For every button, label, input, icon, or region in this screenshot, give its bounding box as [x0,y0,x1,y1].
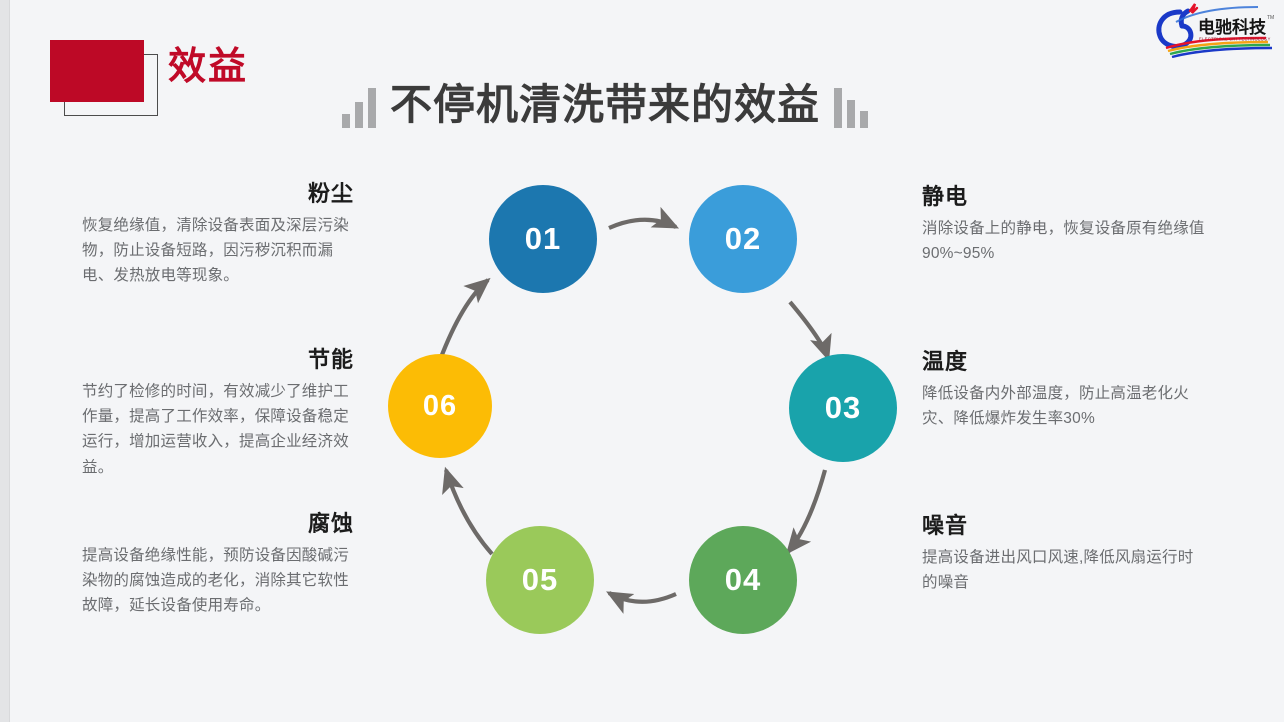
cycle-node-03[interactable]: 03 [789,354,897,462]
benefit-title-dust: 粉尘 [307,181,354,206]
badge-red-square [50,40,144,102]
section-badge [50,40,160,118]
cycle-diagram: 01 02 03 04 05 06 [370,170,897,650]
cycle-node-06-label: 06 [422,389,458,422]
benefit-title-noise: 噪音 [922,513,969,538]
svg-text:电驰科技: 电驰科技 [1198,17,1267,37]
cycle-node-01-label: 01 [524,221,562,256]
arrow-05-to-06 [442,466,494,556]
benefit-block-static: 静电 消除设备上的静电，恢复设备原有绝缘值90%~95% [922,184,1207,266]
arrow-03-to-04 [785,469,828,555]
benefit-body-temperature: 降低设备内外部温度，防止高温老化火灾、降低爆炸发生率30% [922,385,1189,428]
benefit-title-temperature: 温度 [922,349,969,374]
benefit-body-static: 消除设备上的静电，恢复设备原有绝缘值90%~95% [922,220,1205,263]
benefit-block-corrosion: 腐蚀 提高设备绝缘性能，预防设备因酸碱污染物的腐蚀造成的老化，消除其它软性故障，… [82,511,354,619]
arrow-06-to-01 [438,277,491,361]
benefit-title-energy: 节能 [307,347,354,372]
cycle-node-02-label: 02 [724,221,762,256]
cycle-node-04-label: 04 [724,562,762,597]
cycle-node-01[interactable]: 01 [489,185,597,293]
cycle-arrows [438,206,832,614]
benefit-title-corrosion: 腐蚀 [307,511,354,536]
page-title: 不停机清洗带来的效益 [390,81,821,128]
svg-text:TM: TM [1267,15,1274,21]
benefit-title-static: 静电 [922,184,969,209]
benefit-block-temperature: 温度 降低设备内外部温度，防止高温老化火灾、降低爆炸发生率30% [922,349,1207,431]
left-edge-strip [0,0,9,722]
arrow-04-to-05 [606,591,677,614]
title-row: 不停机清洗带来的效益 [342,66,869,128]
benefit-body-noise: 提高设备进出风口风速,降低风扇运行时的噪音 [922,549,1194,592]
logo-svg: 电驰科技 ELECTRICAL CHI TECHNOLOGY TM [1156,3,1274,59]
svg-text:ELECTRICAL CHI TECHNOLOGY: ELECTRICAL CHI TECHNOLOGY [1199,37,1271,42]
company-logo: 电驰科技 ELECTRICAL CHI TECHNOLOGY TM [1146,2,1278,59]
cycle-node-05-label: 05 [521,562,559,597]
section-badge-label: 效益 [168,46,249,88]
bar-chart-decoration-right-icon [834,84,869,128]
benefit-block-noise: 噪音 提高设备进出风口风速,降低风扇运行时的噪音 [922,513,1207,595]
benefit-body-dust: 恢复绝缘值，清除设备表面及深层污染物，防止设备短路，因污秽沉积而漏电、发热放电等… [82,217,349,285]
benefit-body-corrosion: 提高设备绝缘性能，预防设备因酸碱污染物的腐蚀造成的老化，消除其它软性故障，延长设… [82,547,349,615]
benefit-block-energy: 节能 节约了检修的时间，有效减少了维护工作量，提高了工作效率，保障设备稳定运行，… [82,347,354,480]
bar-chart-decoration-left-icon [342,84,376,128]
cycle-node-02[interactable]: 02 [689,185,797,293]
cycle-node-03-label: 03 [824,390,862,425]
arrow-02-to-03 [788,300,832,362]
cycle-node-05[interactable]: 05 [486,526,594,634]
arrow-01-to-02 [608,206,680,230]
cycle-node-06[interactable]: 06 [388,354,492,458]
left-edge-divider [9,0,10,722]
benefit-body-energy: 节约了检修的时间，有效减少了维护工作量，提高了工作效率，保障设备稳定运行，增加运… [82,383,349,476]
benefit-block-dust: 粉尘 恢复绝缘值，清除设备表面及深层污染物，防止设备短路，因污秽沉积而漏电、发热… [82,181,354,289]
cycle-node-04[interactable]: 04 [689,526,797,634]
